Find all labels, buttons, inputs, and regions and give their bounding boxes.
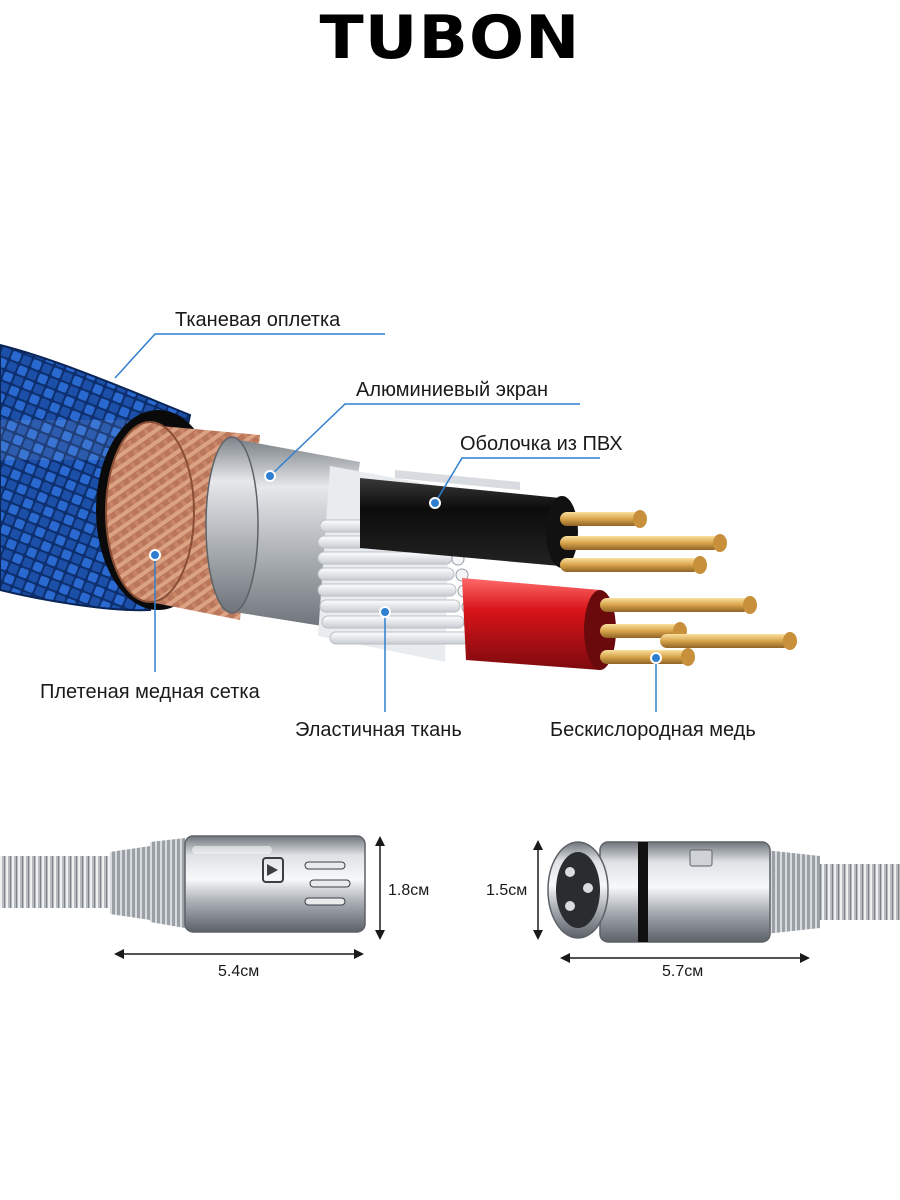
pvc-red-tube: [462, 578, 616, 670]
male-length-label: 5.4см: [218, 963, 260, 980]
callout-dots: [149, 470, 662, 664]
callout-elastic-fabric: Эластичная ткань: [295, 719, 462, 741]
callout-copper-mesh: Плетеная медная сетка: [40, 681, 260, 703]
dimension-arrows: [114, 836, 810, 963]
callout-lines: [114, 333, 657, 712]
oxygen-free-copper-strands: [560, 510, 797, 666]
callout-aluminum-shield: Алюминиевый экран: [356, 379, 549, 401]
xlr-female-connector: [547, 841, 900, 943]
callout-fabric-braid: Тканевая оплетка: [175, 309, 341, 331]
male-height-label: 1.8см: [388, 882, 430, 899]
female-length-label: 5.7см: [662, 963, 704, 980]
callout-oxygen-free-copper: Бескислородная медь: [550, 719, 756, 741]
brand-logo: TUBON: [319, 3, 581, 73]
female-height-label: 1.5см: [486, 882, 528, 899]
callout-pvc-sheath: Оболочка из ПВХ: [460, 433, 623, 455]
xlr-male-connector: [0, 835, 366, 933]
